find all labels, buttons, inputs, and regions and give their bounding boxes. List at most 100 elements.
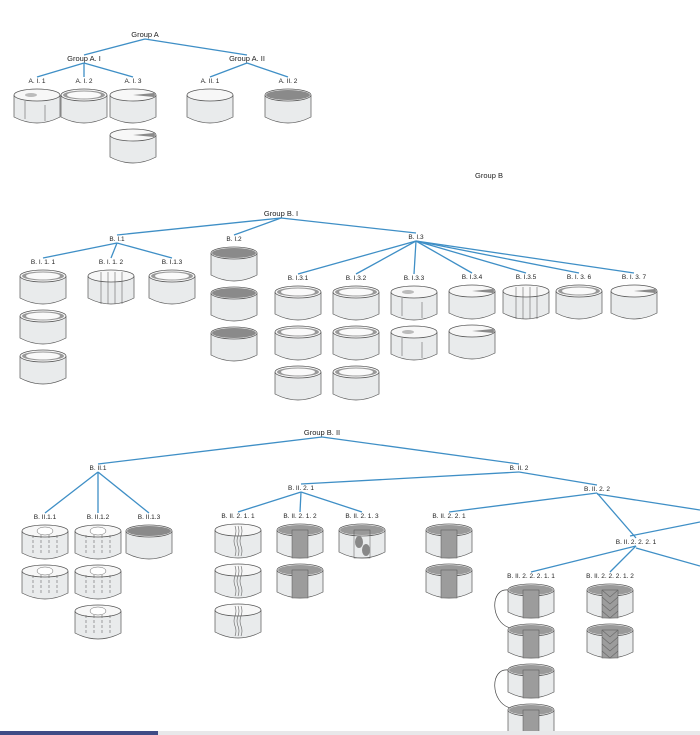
specimen-cylinder — [586, 623, 634, 659]
specimen-cylinder — [274, 285, 322, 321]
node-label: B. I.3.5 — [516, 274, 537, 281]
tree-edge — [530, 545, 637, 573]
specimen-cylinder — [276, 563, 324, 599]
specimen-cylinder — [87, 269, 135, 305]
node-label: Group A. II — [229, 54, 265, 63]
specimen-cylinder — [448, 324, 496, 360]
specimen-cylinder — [109, 88, 157, 124]
node-label: B. II. 2. 1. 3 — [345, 513, 379, 520]
specimen-cylinder — [210, 326, 258, 362]
specimen-cylinder — [214, 523, 262, 559]
specimen-cylinder — [390, 285, 438, 321]
tree-edge — [110, 242, 118, 259]
tree-edge — [300, 471, 520, 485]
node-label: B. I. 1. 2 — [99, 259, 124, 266]
specimen-cylinder — [210, 246, 258, 282]
node-label: B. I.1 — [109, 236, 125, 243]
specimen-cylinders — [13, 88, 658, 735]
specimen-cylinder — [109, 128, 157, 164]
specimen-cylinder — [332, 325, 380, 361]
tree-edge — [518, 471, 598, 486]
tree-edge — [321, 436, 520, 465]
specimen-cylinder — [507, 703, 555, 735]
specimen-cylinder — [19, 349, 67, 385]
bottom-scrollbar[interactable] — [0, 731, 700, 735]
tree-edge — [209, 62, 248, 78]
tree-edge — [144, 38, 248, 56]
specimen-cylinder — [74, 524, 122, 560]
specimen-cylinder — [555, 284, 603, 320]
node-label: Group A. I — [67, 54, 101, 63]
specimen-cylinder — [448, 284, 496, 320]
node-label: B. I. 1. 1 — [31, 259, 56, 266]
tree-edge — [415, 240, 635, 274]
tree-edge — [297, 240, 417, 275]
specimen-cylinder — [276, 523, 324, 559]
tree-edge — [280, 217, 417, 234]
node-label: A. I. 2 — [76, 78, 93, 85]
specimen-cylinder — [502, 284, 550, 320]
scrollbar-thumb[interactable] — [0, 731, 158, 735]
specimen-cylinder — [274, 325, 322, 361]
specimen-cylinder — [74, 604, 122, 640]
tree-edge — [415, 240, 527, 274]
tree-edge — [83, 62, 134, 78]
specimen-cylinder — [21, 524, 69, 560]
specimen-cylinder — [148, 269, 196, 305]
node-label: B. I. 3. 7 — [622, 274, 647, 281]
tree-edge — [97, 471, 150, 514]
tree-edge — [44, 471, 99, 514]
node-label: B. II.1.2 — [87, 514, 110, 521]
specimen-cylinder — [332, 285, 380, 321]
arrow-icon — [494, 589, 511, 629]
specimen-cylinder — [60, 88, 108, 124]
node-label: B. II. 2. 1 — [288, 485, 314, 492]
node-label: A. I. 3 — [125, 78, 142, 85]
node-label: Group B. II — [304, 428, 340, 437]
specimen-cylinder — [264, 88, 312, 124]
node-label: B. I.3.2 — [346, 275, 367, 282]
specimen-cylinder — [390, 325, 438, 361]
tree-edge — [116, 242, 173, 259]
node-label: Group A — [131, 30, 159, 39]
tree-edge — [355, 240, 417, 275]
tree-edge — [97, 436, 323, 465]
offscreen-edges — [596, 493, 700, 567]
node-label: B. II. 2. 2. 2. 1. 2 — [586, 573, 634, 580]
specimen-cylinder — [338, 523, 386, 559]
specimen-cylinder — [21, 564, 69, 600]
specimen-cylinder — [214, 603, 262, 639]
node-label: B. I.3 — [408, 234, 424, 241]
node-label: B. II. 2. 1. 2 — [283, 513, 317, 520]
node-labels: Group A Group A. I Group A. II A. I. 1 A. I.… — [29, 30, 657, 580]
tree-edge — [36, 62, 85, 78]
node-label: B. II. 2. 1. 1 — [221, 513, 255, 520]
node-label: A. I. 1 — [29, 78, 46, 85]
tree-edges — [36, 38, 637, 573]
tree-edge — [448, 492, 598, 513]
specimen-cylinder — [125, 524, 173, 560]
node-label: B. I.3.4 — [462, 274, 483, 281]
tree-edge — [116, 217, 282, 236]
arrow-icon — [494, 669, 511, 709]
node-label: Group B. I — [264, 209, 298, 218]
specimen-cylinder — [332, 365, 380, 401]
node-label: B. II.1 — [90, 465, 107, 472]
specimen-cylinder — [19, 269, 67, 305]
tree-edge — [83, 38, 146, 56]
tree-edge — [609, 545, 637, 573]
node-label: B. I.3.1 — [288, 275, 309, 282]
specimen-cylinder — [425, 523, 473, 559]
node-label: B. II. 2. 2. 2. 1 — [616, 539, 657, 546]
node-label: B. II. 2. 2 — [584, 486, 610, 493]
tree-edge — [246, 62, 289, 78]
specimen-cylinder — [214, 563, 262, 599]
specimen-cylinder — [210, 286, 258, 322]
node-label: A. II. 1 — [201, 78, 220, 85]
node-label: B. I. 3. 6 — [567, 274, 592, 281]
tree-edge — [413, 240, 417, 275]
specimen-cylinder — [610, 284, 658, 320]
tree-edge — [42, 242, 118, 259]
tree-edge — [415, 240, 580, 274]
